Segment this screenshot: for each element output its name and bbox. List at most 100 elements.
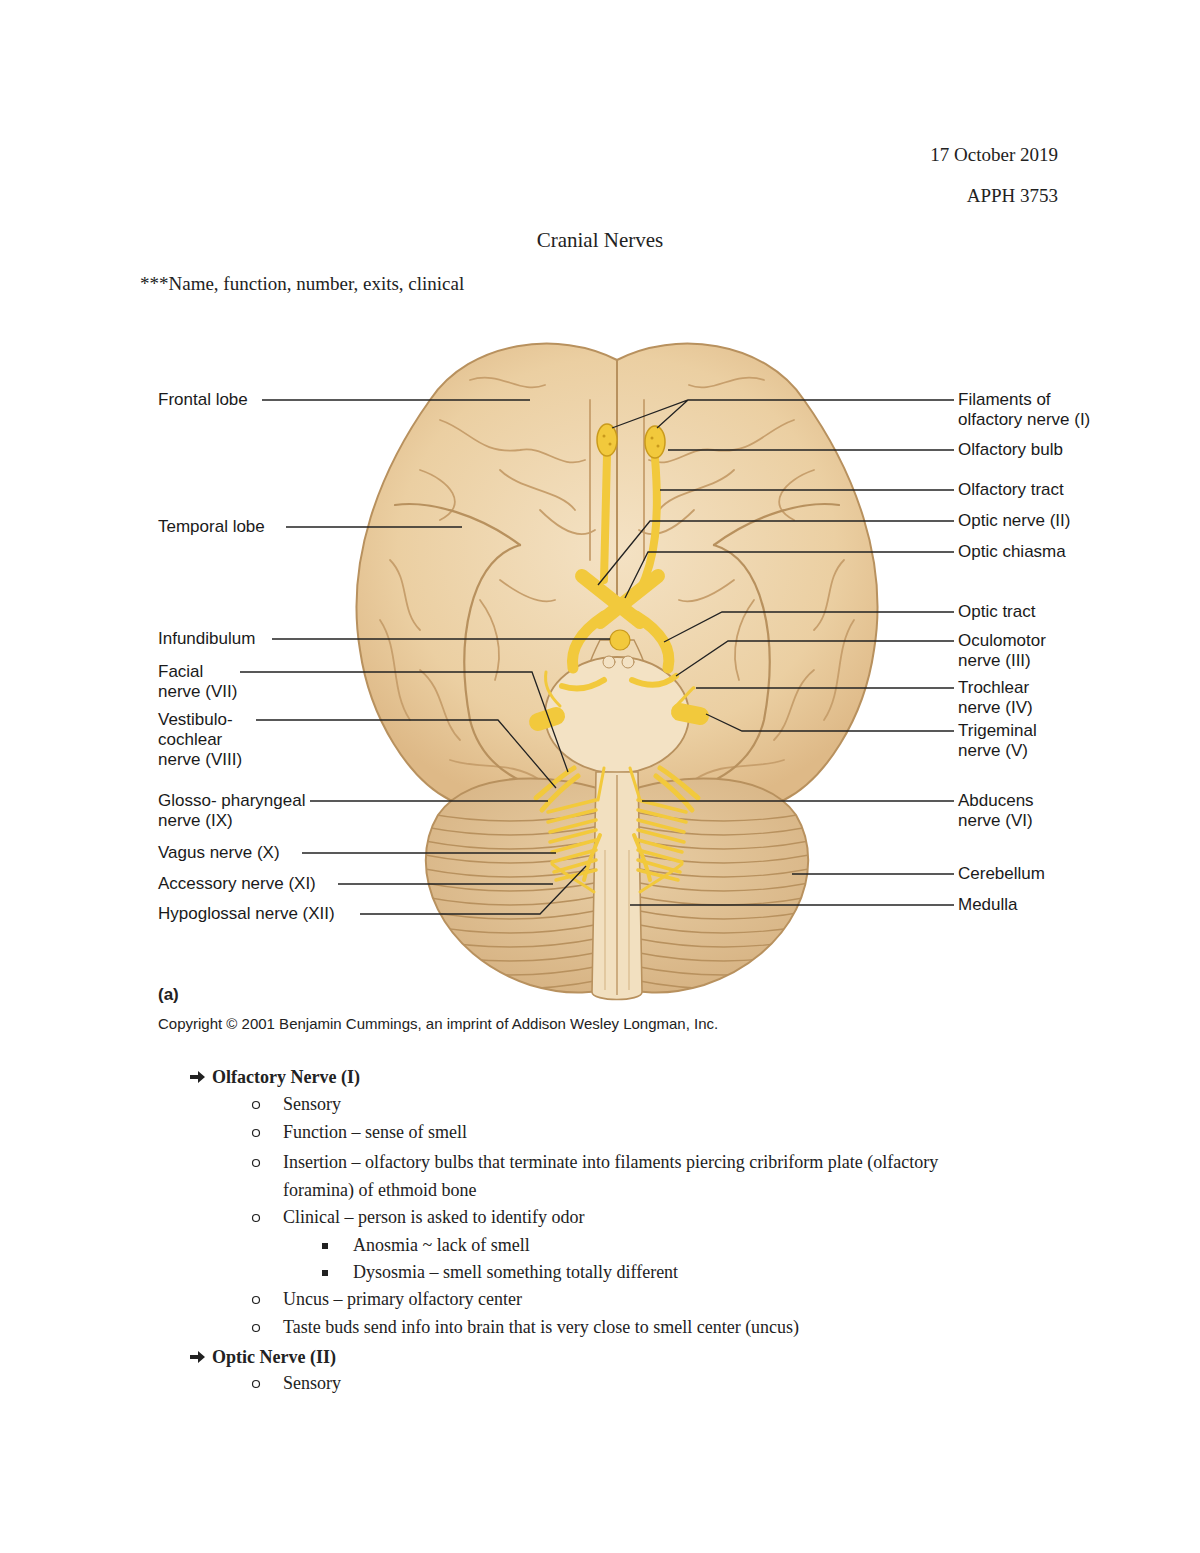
- figure-label: Medulla: [958, 895, 1018, 915]
- header-text: 17 October 2019: [930, 143, 1058, 167]
- brainstem-part: [545, 657, 689, 773]
- cranial-nerves-part: [562, 680, 604, 688]
- figure-label: Cerebellum: [958, 864, 1045, 884]
- cranial-nerves-part: [603, 435, 606, 438]
- leader-lines-part: [625, 552, 954, 598]
- note-text: Uncus – primary olfactory center: [283, 1285, 522, 1313]
- cranial-nerves-part: [604, 455, 607, 580]
- leader-lines-part: [792, 873, 954, 874]
- list-markers-part: [322, 1270, 328, 1276]
- leader-lines-part: [598, 521, 954, 585]
- note-text: Sensory: [283, 1090, 341, 1118]
- cerebrum-part-part-part: [500, 580, 555, 601]
- header-text: ***Name, function, number, exits, clinic…: [140, 272, 464, 296]
- figure-label: Optic tract: [958, 602, 1035, 622]
- figure-label: Glosso- pharyngeal nerve (IX): [158, 791, 306, 831]
- leader-lines-part: [256, 720, 556, 788]
- cranial-nerves-part: [603, 656, 615, 668]
- leader-lines-part: [660, 489, 954, 490]
- list-markers-part: [190, 1351, 205, 1363]
- list-markers-part-part: [253, 1160, 260, 1167]
- figure-label: Vestibulo- cochlear nerve (VIII): [158, 710, 243, 770]
- cerebrum-part-part-part: [440, 420, 585, 462]
- figure-label: Infundibulum: [158, 629, 255, 649]
- cranial-nerves-part-part: [584, 835, 600, 880]
- cranial-nerves-part: [597, 424, 617, 456]
- list-markers-part: [322, 1243, 328, 1249]
- note-text: Dysosmia – smell something totally diffe…: [353, 1258, 678, 1286]
- figure-label: Filaments of olfactory nerve (I): [958, 390, 1091, 430]
- page-title: Cranial Nerves: [0, 228, 1200, 252]
- leader-lines-part: [668, 449, 954, 450]
- cranial-nerves-part: [645, 426, 665, 458]
- leader-lines-part: [338, 883, 553, 884]
- list-markers-part: [190, 1071, 205, 1083]
- note-heading: Olfactory Nerve (I): [212, 1063, 360, 1091]
- note-heading: Optic Nerve (II): [212, 1343, 336, 1371]
- cerebellum-part-part: [420, 812, 600, 989]
- cranial-nerves-part: [572, 616, 604, 668]
- cerebrum-part-part-part: [464, 545, 545, 790]
- figure-label: Facial nerve (VII): [158, 662, 238, 702]
- cerebrum-part-part-part: [540, 510, 595, 534]
- cerebrum-part-part-part: [480, 600, 499, 680]
- cerebrum-part-part-part: [390, 560, 420, 630]
- cranial-nerves-part: [680, 712, 700, 716]
- cerebrum-part-part-part: [395, 504, 520, 545]
- figure-label: Vagus nerve (X): [158, 843, 280, 863]
- leader-lines-part: [664, 612, 954, 642]
- figure-label: Olfactory tract: [958, 480, 1064, 500]
- note-text: Taste buds send info into brain that is …: [283, 1313, 799, 1341]
- note-text: Function – sense of smell: [283, 1118, 467, 1146]
- note-text: Clinical – person is asked to identify o…: [283, 1203, 584, 1231]
- note-text: Insertion – olfactory bulbs that termina…: [283, 1148, 1003, 1204]
- figure-label: Optic chiasma: [958, 542, 1066, 562]
- leader-lines-part: [630, 904, 954, 905]
- cranial-nerves-part: [610, 630, 630, 650]
- figure-label: Optic nerve (II): [958, 511, 1070, 531]
- cerebrum-part: [380, 352, 854, 790]
- list-markers-part-part: [253, 1325, 260, 1332]
- list-markers-part-part: [253, 1102, 260, 1109]
- figure-letter: (a): [158, 985, 179, 1005]
- cerebrum-part-part-part: [589, 400, 591, 560]
- cerebrum-part-part-part: [420, 670, 460, 740]
- cranial-nerves: [536, 424, 700, 892]
- note-text: Anosmia ~ lack of smell: [353, 1231, 530, 1259]
- brainstem: [545, 640, 689, 1000]
- list-markers-part-part: [253, 1215, 260, 1222]
- cranial-nerves-part: [546, 672, 560, 706]
- figure-label: Frontal lobe: [158, 390, 248, 410]
- figure-label: Accessory nerve (XI): [158, 874, 316, 894]
- cranial-nerves-part: [609, 443, 612, 446]
- list-markers: [190, 1071, 328, 1388]
- leader-lines-part: [360, 866, 586, 914]
- list-markers-part-part: [253, 1297, 260, 1304]
- cerebrum-part-part-part: [470, 378, 545, 388]
- leader-lines: [240, 400, 954, 914]
- cerebellum-part-part-part: [420, 812, 600, 989]
- leader-lines-part: [612, 400, 954, 428]
- brainstem-part: [592, 772, 642, 1000]
- cranial-nerves-part: [598, 768, 604, 800]
- copyright-note: Copyright © 2001 Benjamin Cummings, an i…: [158, 1015, 718, 1033]
- cranial-nerves-part: [657, 445, 660, 448]
- brainstem-part: [605, 850, 629, 990]
- leader-lines-part: [706, 714, 954, 731]
- cranial-nerves-part: [634, 768, 698, 892]
- leader-lines-part: [240, 672, 568, 772]
- leader-lines-part: [262, 399, 530, 400]
- note-text: Sensory: [283, 1369, 341, 1397]
- list-markers-part-part: [253, 1130, 260, 1137]
- cerebrum-part-part-part: [500, 470, 575, 510]
- leader-lines-part: [310, 800, 548, 801]
- header-text: APPH 3753: [967, 184, 1058, 208]
- leader-lines-part: [696, 687, 954, 688]
- figure-label: Temporal lobe: [158, 517, 265, 537]
- figure-label: Abducens nerve (VI): [958, 791, 1033, 831]
- list-markers-part: [253, 1102, 260, 1388]
- cranial-nerves-part: [538, 716, 556, 722]
- figure-label: Trochlear nerve (IV): [958, 678, 1033, 718]
- figure-label: Hypoglossal nerve (XII): [158, 904, 335, 924]
